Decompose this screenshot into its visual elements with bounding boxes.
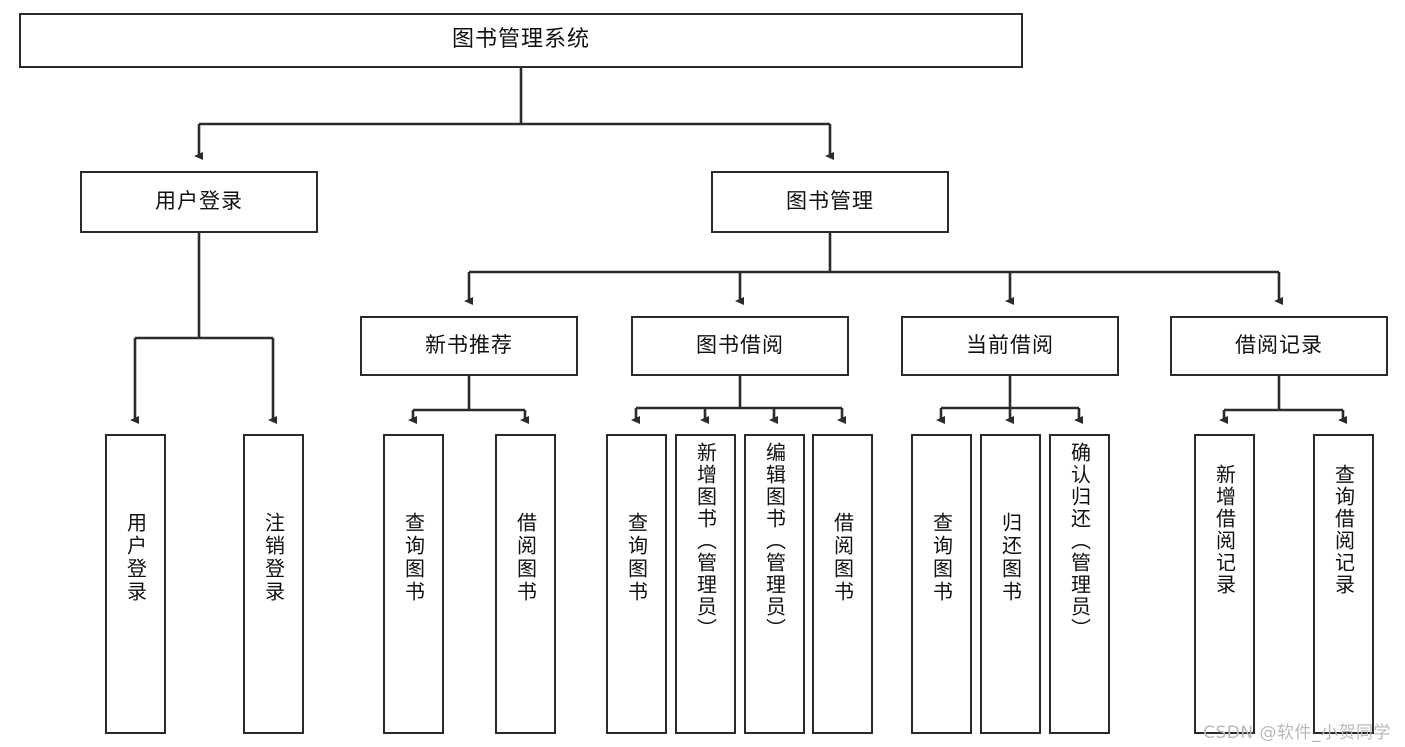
node-label: 查询图书 <box>624 512 649 604</box>
leaf-borrow-book[interactable]: 借阅图书 <box>812 434 873 734</box>
leaf-user-login[interactable]: 用户登录 <box>105 434 166 734</box>
node-label: 归还图书 <box>998 512 1023 604</box>
node-label: 图书管理 <box>786 189 874 214</box>
leaf-query-book-current[interactable]: 查询图书 <box>911 434 972 734</box>
node-label: 当前借阅 <box>966 333 1054 358</box>
leaf-query-book-new[interactable]: 查询图书 <box>383 434 444 734</box>
node-current-borrow[interactable]: 当前借阅 <box>901 316 1119 376</box>
leaf-add-book-admin[interactable]: 新增图书（管理员） <box>675 434 736 734</box>
leaf-borrow-book-new[interactable]: 借阅图书 <box>495 434 556 734</box>
leaf-confirm-return-admin[interactable]: 确认归还（管理员） <box>1049 434 1110 734</box>
node-root[interactable]: 图书管理系统 <box>19 13 1023 68</box>
node-label: 借阅记录 <box>1235 333 1323 358</box>
node-book-management[interactable]: 图书管理 <box>711 171 949 233</box>
node-label: 图书借阅 <box>696 333 784 358</box>
node-label: 借阅图书 <box>830 512 855 604</box>
node-label: 编辑图书（管理员） <box>762 442 787 640</box>
node-label: 新增图书（管理员） <box>693 442 718 640</box>
node-label: 新书推荐 <box>425 333 513 358</box>
node-label: 用户登录 <box>155 189 243 214</box>
node-label: 查询借阅记录 <box>1331 464 1356 596</box>
leaf-query-borrow-record[interactable]: 查询借阅记录 <box>1313 434 1374 734</box>
node-borrow-records[interactable]: 借阅记录 <box>1170 316 1388 376</box>
node-label: 图书管理系统 <box>451 27 590 53</box>
node-label: 用户登录 <box>123 512 148 604</box>
leaf-query-book-borrow[interactable]: 查询图书 <box>606 434 667 734</box>
node-label: 确认归还（管理员） <box>1067 442 1092 640</box>
leaf-return-book[interactable]: 归还图书 <box>980 434 1041 734</box>
node-label: 借阅图书 <box>513 512 538 604</box>
node-new-book-recommend[interactable]: 新书推荐 <box>360 316 578 376</box>
node-user-login[interactable]: 用户登录 <box>80 171 318 233</box>
node-label: 注销登录 <box>261 512 286 604</box>
node-label: 查询图书 <box>401 512 426 604</box>
leaf-edit-book-admin[interactable]: 编辑图书（管理员） <box>744 434 805 734</box>
node-label: 查询图书 <box>929 512 954 604</box>
node-label: 新增借阅记录 <box>1212 464 1237 596</box>
leaf-logout[interactable]: 注销登录 <box>243 434 304 734</box>
node-book-borrow[interactable]: 图书借阅 <box>631 316 849 376</box>
leaf-add-borrow-record[interactable]: 新增借阅记录 <box>1194 434 1255 734</box>
